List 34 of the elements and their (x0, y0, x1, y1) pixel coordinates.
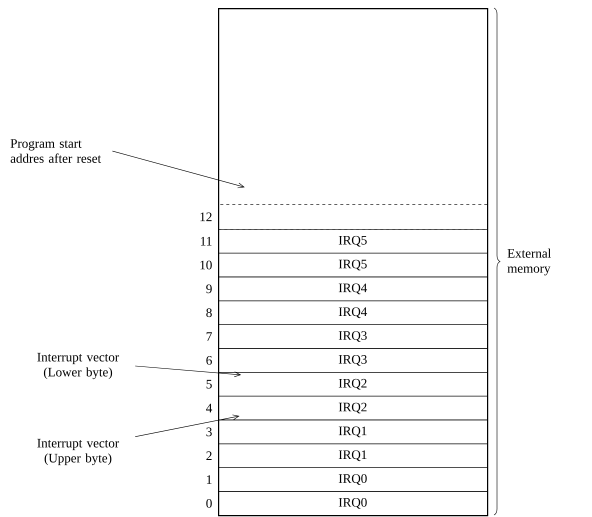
memory-row: IRQ2 (218, 372, 488, 396)
address-number: 3 (206, 428, 212, 436)
leader-arrow (134, 366, 242, 378)
address-number: 12 (200, 212, 212, 222)
annotation-text: Program start addres after reset (10, 139, 102, 163)
address-number: 1 (206, 475, 212, 484)
address-number: 0 (206, 499, 212, 508)
address-number: 9 (206, 284, 212, 294)
memory-row: IRQ5 (218, 229, 488, 254)
annotation-text: Interrupt vector (Lower byte) (37, 352, 120, 380)
address-number: 6 (206, 356, 212, 365)
memory-row: IRQ0 (218, 491, 488, 516)
memory-row: IRQ4 (218, 276, 488, 302)
leader-arrow (112, 150, 245, 188)
memory-row: IRQ3 (218, 324, 488, 349)
annotation-text: Interrupt vector (Upper byte) (37, 438, 120, 466)
memory-row: IRQ1 (218, 420, 488, 444)
memory-row: IRQ2 (218, 396, 488, 420)
address-number: 8 (206, 308, 212, 318)
address-number: 10 (200, 260, 212, 270)
address-number: 4 (206, 404, 212, 412)
memory-label: External memory (507, 248, 551, 276)
address-number: 11 (200, 236, 212, 246)
leader-arrow (134, 414, 240, 437)
memory-row: IRQ1 (218, 444, 488, 468)
address-number: 2 (206, 451, 212, 460)
memory-box (218, 8, 488, 516)
empty-memory-row (218, 204, 488, 230)
address-number: 5 (206, 380, 212, 389)
memory-row: IRQ3 (218, 348, 488, 373)
memory-row: IRQ5 (218, 252, 488, 278)
memory-row: IRQ4 (218, 300, 488, 325)
memory-row: IRQ0 (218, 467, 488, 492)
address-number: 7 (206, 332, 212, 341)
